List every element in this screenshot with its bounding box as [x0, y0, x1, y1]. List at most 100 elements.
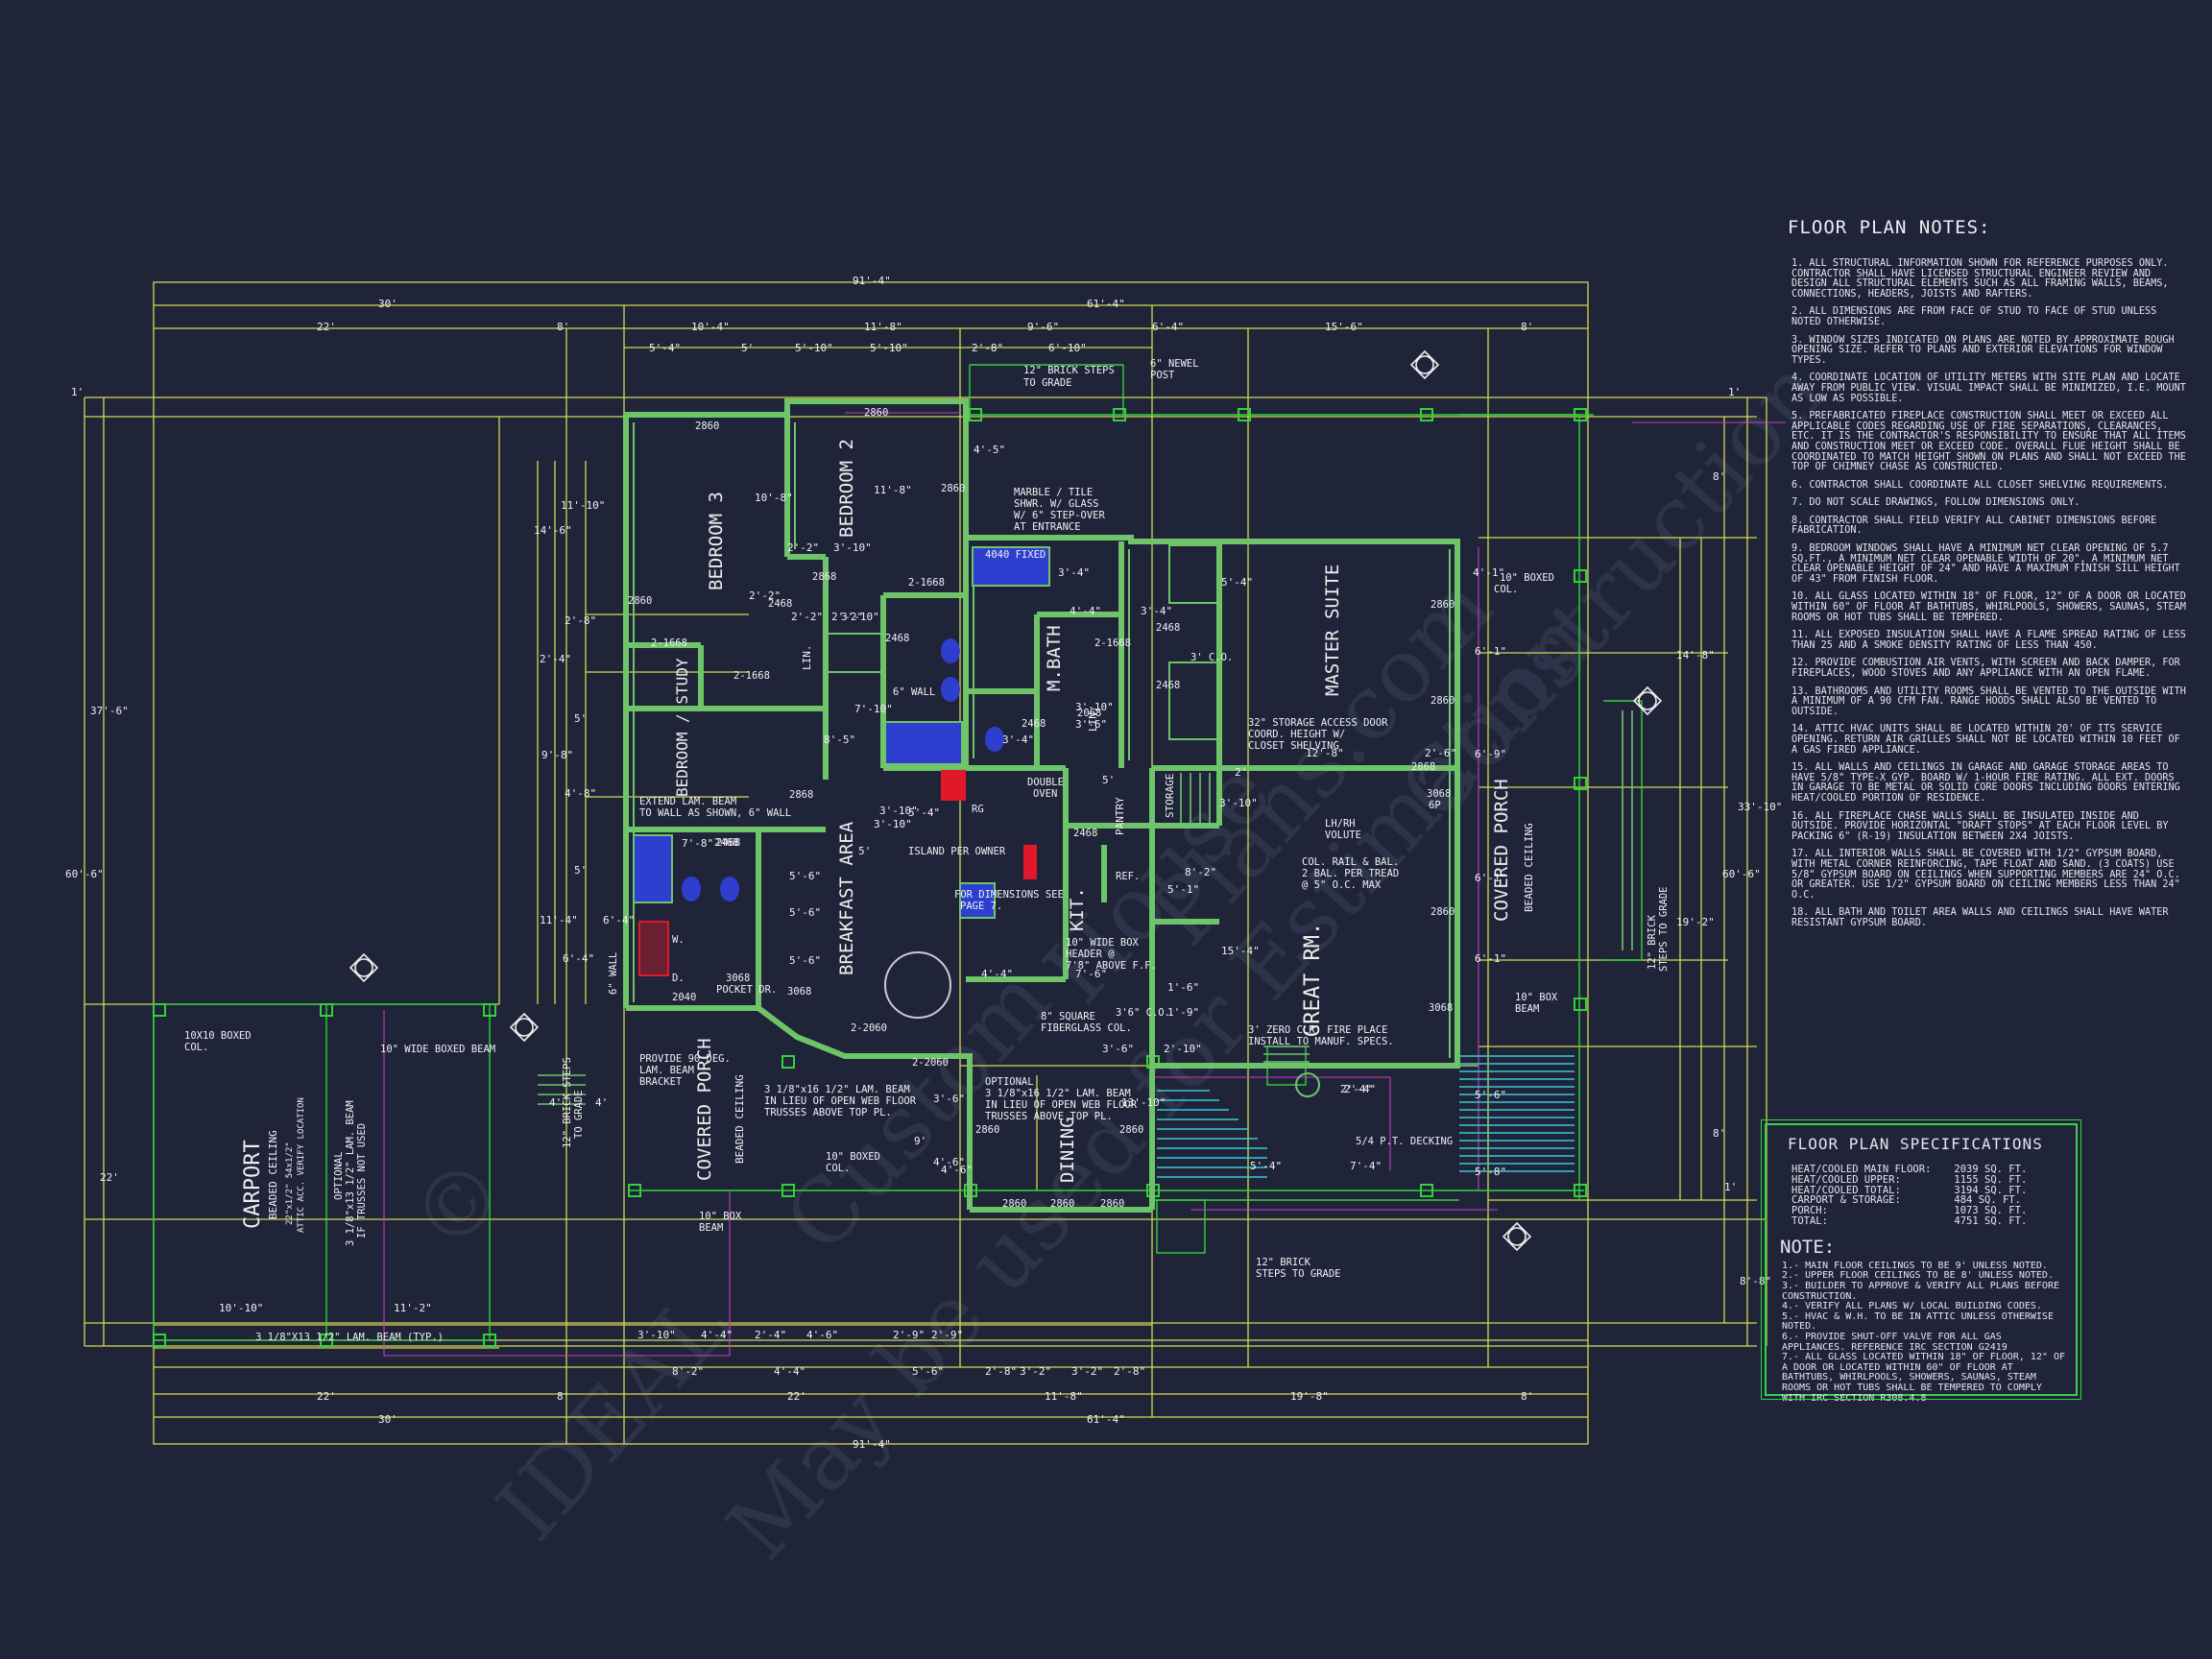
callout: 22"x1/2" 54x1/2"	[285, 1142, 295, 1225]
dim: 5'-4"	[649, 342, 681, 354]
dim: 5'	[741, 342, 754, 354]
room-carport: CARPORT	[241, 1140, 265, 1229]
dim: 10'-8"	[755, 492, 793, 504]
door-tag: 2468	[768, 598, 792, 610]
door-tag: 3068	[1429, 1002, 1453, 1014]
dim: 2'-4"	[540, 653, 571, 665]
callout: @ 5" O.C. MAX	[1302, 879, 1382, 891]
dim: 60'-6"	[65, 868, 104, 880]
spec-row: HEAT/COOLED TOTAL:3194 SQ. FT.	[1791, 1184, 2027, 1196]
dim: 4'-6"	[933, 1156, 965, 1168]
callout: COL.	[184, 1042, 208, 1053]
note-item: 18. ALL BATH AND TOILET AREA WALLS AND C…	[1791, 907, 2169, 928]
dim: 8'	[557, 1390, 569, 1403]
callout: 3' ZERO CLR. FIRE PLACE	[1248, 1024, 1387, 1036]
callout: STEPS TO GRADE	[1256, 1268, 1341, 1280]
porch-left-sub: BEADED CEILING	[733, 1074, 746, 1164]
dims-left: 37'-6" 60'-6" 22' 14'-6" 11'-10" 2'-8" 2…	[65, 386, 608, 1184]
note-item: 15. ALL WALLS AND CEILINGS IN GARAGE AND…	[1791, 762, 2180, 804]
door-tag: 2860	[1002, 1198, 1026, 1210]
dim: 1'	[1724, 1181, 1737, 1193]
door-tag: 2860	[1431, 599, 1455, 611]
dim: 8'-2"	[672, 1365, 704, 1378]
spec-label: TOTAL:	[1791, 1214, 1828, 1227]
spec-row: PORCH:1073 SQ. FT.	[1791, 1206, 2027, 1216]
dim: 8'-8"	[1740, 1275, 1771, 1287]
callout: BRACKET	[639, 1076, 683, 1088]
dim: 2'-10"	[1164, 1043, 1202, 1055]
notes-title: FLOOR PLAN NOTES:	[1788, 217, 1991, 238]
room-bedroom-study: BEDROOM / STUDY	[673, 658, 691, 797]
door-tag: 2-1668	[908, 577, 945, 589]
note-item: 13. BATHROOMS AND UTILITY ROOMS SHALL BE…	[1791, 685, 2186, 717]
room-kit: KIT.	[1067, 887, 1088, 931]
dim: 61'-4"	[1087, 298, 1125, 310]
room-porch-left: COVERED PORCH	[694, 1038, 715, 1181]
door-tag: 2468	[1156, 622, 1180, 634]
dim: 3'-6"	[933, 1093, 965, 1105]
dim: 6'-1"	[1475, 645, 1506, 658]
callout: ISLAND PER OWNER	[908, 846, 1006, 857]
dim: 5'-10"	[795, 342, 833, 354]
note-item: 2. ALL DIMENSIONS ARE FROM FACE OF STUD …	[1791, 306, 2157, 327]
spec-label: HEAT/COOLED MAIN FLOOR:	[1791, 1164, 1932, 1175]
callout: EXTEND LAM. BEAM	[639, 796, 736, 807]
posts	[153, 408, 1587, 1347]
door-tag: 2860	[1119, 1124, 1143, 1136]
spec-title: FLOOR PLAN SPECIFICATIONS	[1788, 1135, 2043, 1153]
dim: 8'	[1713, 470, 1725, 483]
door-tag: 2860	[1050, 1198, 1074, 1210]
callout: LAM. BEAM	[639, 1065, 694, 1076]
dim: 1'-9"	[1167, 1006, 1199, 1019]
callout: TO GRADE	[573, 1090, 585, 1139]
dims-right: 8' 14'-8" 33'-10" 60'-6" 19'-2" 8' 8'-8"…	[1473, 386, 1782, 1287]
callout: 4040 FIXED	[985, 549, 1046, 561]
room-bedroom2: BEDROOM 2	[836, 439, 857, 538]
callout: 10" BOXED	[826, 1151, 880, 1163]
note-item: 8. CONTRACTOR SHALL FIELD VERIFY ALL CAB…	[1791, 515, 2157, 537]
dim: 4'-4"	[774, 1365, 805, 1378]
fixtures	[633, 546, 1320, 1097]
note-item: 4. COORDINATE LOCATION OF UTILITY METERS…	[1791, 373, 2186, 404]
callout: W/ 6" STEP-OVER	[1014, 510, 1106, 521]
dim: 3'-6"	[1102, 1043, 1134, 1055]
door-tag: 2-1668	[1094, 637, 1131, 649]
door-tag: 2860	[1100, 1198, 1124, 1210]
dim: 4'-1"	[1473, 566, 1504, 579]
door-tag: 2-1668	[651, 637, 687, 649]
dim: 9'	[914, 1135, 926, 1147]
dim: 5'	[574, 712, 587, 725]
dim: 9'-8"	[541, 749, 573, 761]
dim: 2'-8"	[972, 342, 1003, 354]
dim: 3'-10"	[879, 805, 918, 817]
callout: DOUBLE	[1027, 777, 1064, 788]
magenta-lines	[383, 412, 1786, 1357]
dim: 6'-4"	[563, 952, 594, 965]
dim: 5'-6"	[1475, 1089, 1506, 1101]
callout: TRUSSES ABOVE TOP PL.	[764, 1107, 892, 1118]
dim: 2'-2"	[787, 541, 819, 554]
room-porch-right: COVERED PORCH	[1491, 779, 1512, 922]
callout: BEAM	[1515, 1003, 1539, 1015]
dim: 4'-4"	[1070, 605, 1101, 617]
dim: 2'-9"	[931, 1329, 963, 1341]
dim: 1'	[71, 386, 84, 398]
spec-row: HEAT/COOLED MAIN FLOOR:2039 SQ. FT.	[1791, 1165, 2027, 1175]
dim: 33'-10"	[1738, 801, 1782, 813]
door-tag: 2860	[864, 407, 888, 419]
dim: 15'-4"	[1221, 945, 1260, 957]
dim: 3'-10"	[637, 1329, 676, 1341]
callout: OPTIONAL	[333, 1151, 345, 1200]
dim: 4'-6"	[941, 1164, 973, 1176]
door-tag: 3068	[787, 986, 811, 998]
spec-table: HEAT/COOLED MAIN FLOOR:2039 SQ. FT. HEAT…	[1791, 1165, 2027, 1227]
room-breakfast: BREAKFAST AREA	[836, 821, 857, 975]
callout: TRUSSES ABOVE TOP PL.	[985, 1111, 1113, 1122]
callout: AT ENTRANCE	[1014, 521, 1081, 533]
dim: 5'-4"	[908, 806, 940, 819]
dim: 2'-4"	[755, 1329, 786, 1341]
spec-label: HEAT/COOLED TOTAL:	[1791, 1184, 1901, 1196]
dim: 3'-10"	[841, 611, 879, 623]
dim: 2'-6"	[1425, 747, 1456, 759]
